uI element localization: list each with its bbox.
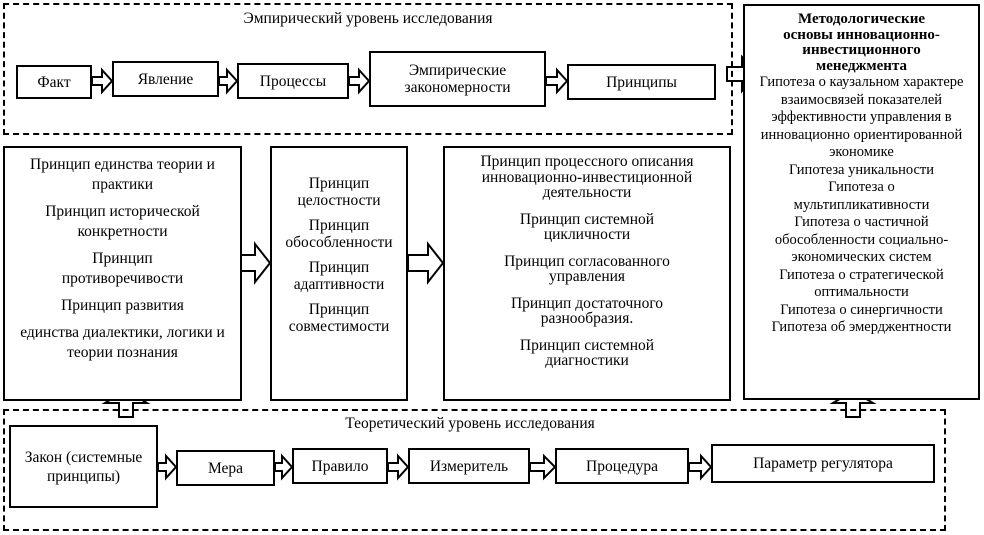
hypothesis-uniqueness: Гипотеза уникальности [788, 161, 935, 178]
chain-regulator-parameter: Параметр регулятора [711, 444, 935, 483]
principle-integrity: Принцип целостности [297, 175, 381, 209]
hypothesis-partial-isolation: Гипотеза о частичной обособленности соци… [774, 214, 949, 265]
chain-empirical-laws: Эмпирические закономерности [369, 51, 546, 107]
hypothesis-emergence: Гипотеза об эмерджентности [771, 319, 952, 335]
arrow-mid-to-right-panel [407, 241, 445, 285]
principle-development: Принцип развития [61, 297, 184, 314]
hypotheses-panel: Методологические основы инновационно-инв… [743, 4, 980, 400]
chain-fact: Факт [16, 65, 92, 99]
chain-law: Закон (системные принципы) [9, 425, 158, 508]
chain-measure: Мера [176, 450, 275, 486]
principle-compatibility: Принцип совместимости [288, 301, 390, 335]
chain-rule: Правило [292, 448, 388, 484]
hypothesis-synergy: Гипотеза о синергичности [780, 301, 943, 318]
theoretical-level-frame [3, 409, 946, 531]
principle-historical: Принцип исторической конкретности [45, 203, 200, 240]
chain-principles: Принципы [567, 64, 716, 100]
principle-dialectics: единства диалектики, логики и теории поз… [20, 324, 225, 361]
philosophy-principles-panel: Принцип единства теории и практики Принц… [3, 146, 242, 401]
theoretical-level-title: Теоретический уровень исследования [345, 415, 595, 432]
empirical-level-title: Эмпирический уровень исследования [243, 10, 493, 27]
chain-phenomenon: Явление [112, 61, 219, 97]
hypothesis-multiplicativity: Гипотеза о мультипликативности [793, 179, 930, 213]
hypotheses-title: Методологические основы инновационно-инв… [783, 11, 940, 74]
principle-process-description: Принцип процессного описания инновационн… [480, 153, 694, 201]
principle-system-cyclicity: Принцип системной цикличности [519, 210, 655, 243]
chain-procedure: Процедура [555, 448, 689, 484]
principle-theory-practice: Принцип единства теории и практики [30, 156, 215, 193]
principle-coordinated-management: Принцип согласованного управления [504, 252, 670, 285]
principle-contradiction: Принцип противоречивости [61, 250, 184, 287]
empirical-level-frame [3, 3, 733, 135]
hypothesis-strategic-optimality: Гипотеза о стратегической оптимальности [779, 266, 944, 301]
systems-principles-panel: Принцип целостности Принцип обособленнос… [270, 146, 408, 401]
principle-sufficient-diversity: Принцип достаточного разнообразия. [510, 294, 664, 327]
hypothesis-causal: Гипотеза о каузальном характере взаимосв… [759, 74, 964, 160]
principle-adaptivity: Принцип адаптивности [293, 259, 385, 293]
management-principles-panel: Принцип процессного описания инновационн… [443, 146, 731, 401]
principle-system-diagnostics: Принцип системной диагностики [519, 336, 655, 369]
chain-processes: Процессы [237, 63, 349, 99]
principle-isolation: Принцип обособленности [285, 217, 393, 251]
chain-meter: Измеритель [408, 448, 530, 484]
